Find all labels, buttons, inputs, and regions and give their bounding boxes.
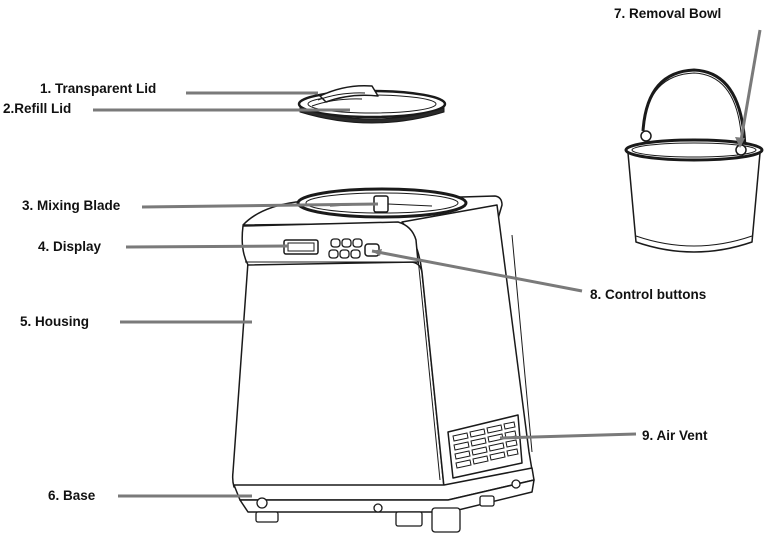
label-air-vent: 9. Air Vent [642, 428, 708, 443]
label-removal-bowl: 7. Removal Bowl [614, 6, 721, 21]
label-control-buttons: 8. Control buttons [590, 287, 706, 302]
display [283, 239, 319, 255]
leader-9 [499, 432, 637, 440]
leader-8 [371, 249, 583, 293]
arrow-tip-7 [735, 137, 745, 148]
air-vent [447, 414, 523, 479]
label-base: 6. Base [48, 488, 96, 503]
leader-3 [141, 202, 379, 209]
arrow-tip-8 [372, 249, 382, 256]
removal-bowl [624, 68, 764, 253]
leader-lines [93, 29, 762, 498]
mixing-blade [296, 187, 468, 219]
label-housing: 5. Housing [20, 314, 89, 329]
leader-7 [738, 29, 762, 147]
leader-4 [125, 244, 289, 249]
base [239, 479, 535, 533]
label-refill-lid: 2.Refill Lid [3, 101, 71, 116]
label-transparent-lid: 1. Transparent Lid [40, 81, 156, 96]
transparent-lid [297, 84, 447, 124]
refill-lid [311, 92, 366, 107]
label-mixing-blade: 3. Mixing Blade [22, 198, 121, 213]
label-display: 4. Display [38, 239, 102, 254]
labels: 1. Transparent Lid 2.Refill Lid 3. Mixin… [3, 6, 721, 503]
